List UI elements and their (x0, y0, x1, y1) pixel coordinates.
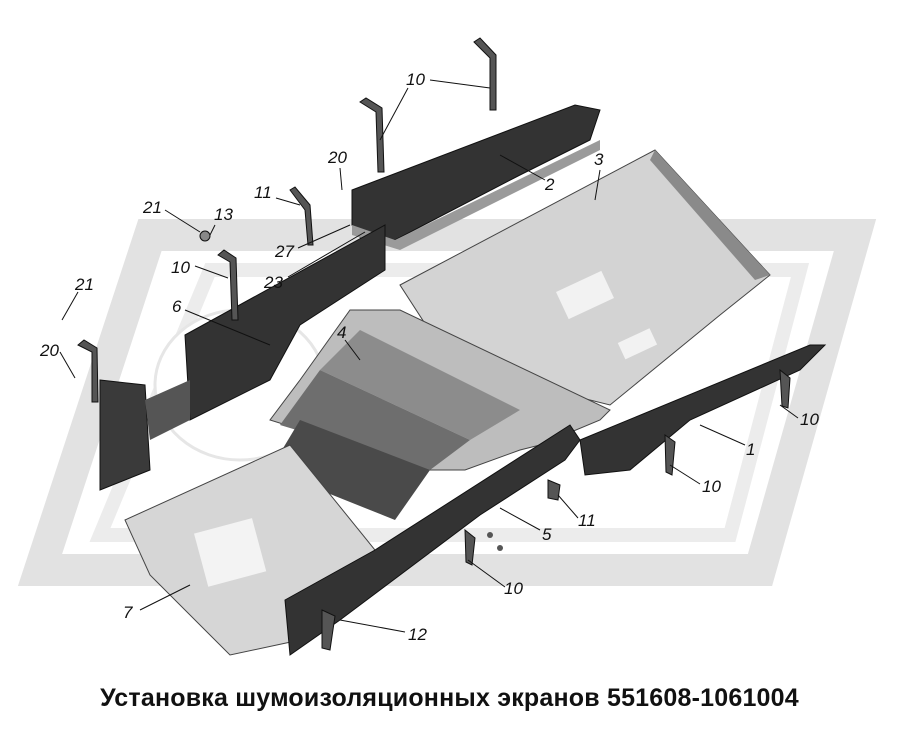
bracket-parts (77, 37, 791, 651)
part-6-side-panel (99, 224, 386, 491)
callout-20-left: 20 (39, 341, 59, 360)
callout-11-bottom: 11 (578, 511, 596, 530)
callout-10-right: 10 (800, 410, 819, 429)
callout-21-left: 21 (74, 275, 94, 294)
callout-20-top: 20 (327, 148, 347, 167)
drawing-title: Установка шумоизоляционных экранов 55160… (100, 684, 799, 712)
callout-5: 5 (542, 525, 552, 544)
callout-23: 23 (263, 273, 283, 292)
callout-21-top: 21 (142, 198, 162, 217)
callout-4: 4 (337, 323, 346, 342)
part-5-side-panel (284, 424, 581, 656)
callout-10-top: 10 (406, 70, 425, 89)
callout-labels: 10 20 2 3 11 21 13 27 10 23 21 6 4 20 10… (39, 70, 819, 644)
part-1-side-panel (579, 344, 827, 476)
callout-1: 1 (746, 440, 755, 459)
callout-7: 7 (123, 603, 133, 622)
part-3-floor-panel (399, 149, 771, 406)
callout-2: 2 (544, 175, 555, 194)
exploded-assembly-drawing: 10 20 2 3 11 21 13 27 10 23 21 6 4 20 10… (17, 37, 877, 656)
callout-6: 6 (172, 297, 182, 316)
callout-10-bottom: 10 (504, 579, 523, 598)
callout-3: 3 (594, 150, 604, 169)
callout-10-mid: 10 (702, 477, 721, 496)
callout-27: 27 (274, 242, 294, 261)
leader-lines (59, 79, 799, 633)
callout-12: 12 (408, 625, 427, 644)
callout-13: 13 (214, 205, 233, 224)
part-4-tunnel-panel (269, 309, 611, 520)
callout-10-left: 10 (171, 258, 190, 277)
callout-11-top: 11 (254, 183, 272, 202)
